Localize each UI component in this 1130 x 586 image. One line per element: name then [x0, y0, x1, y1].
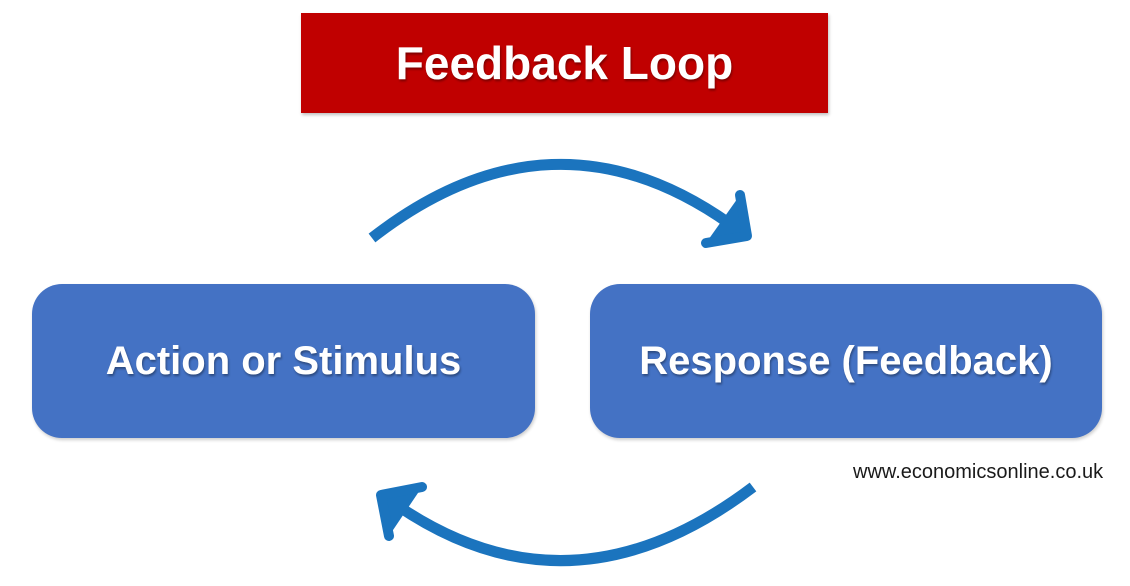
watermark-url: www.economicsonline.co.uk — [853, 461, 1104, 483]
node-action-label: Action or Stimulus — [105, 338, 462, 383]
bottom-arrow — [376, 482, 757, 567]
node-response-feedback: Response (Feedback) — [590, 284, 1102, 438]
bottom-arrow-shaft — [394, 482, 757, 567]
diagram-title: Feedback Loop — [395, 37, 734, 89]
top-arrow-shaft — [368, 158, 734, 243]
top-arrow-head-icon — [701, 190, 752, 248]
node-action-or-stimulus: Action or Stimulus — [32, 284, 535, 438]
top-arrow — [368, 158, 752, 248]
title-banner: Feedback Loop — [301, 13, 828, 113]
node-response-label: Response (Feedback) — [639, 338, 1053, 383]
bottom-arrow-head-icon — [376, 482, 427, 541]
